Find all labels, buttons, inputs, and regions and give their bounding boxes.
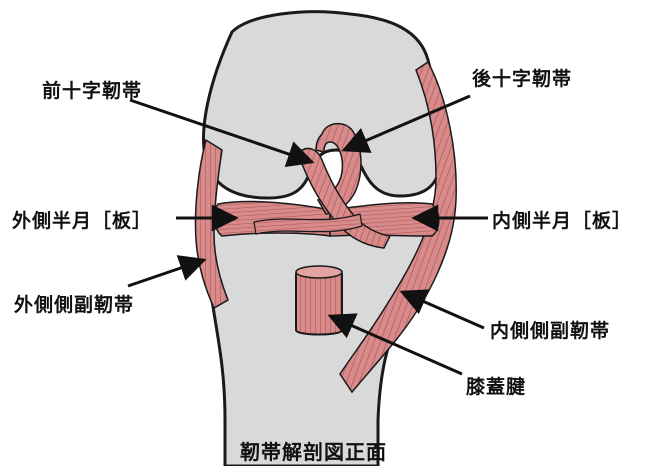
label-lateral-meniscus: 外側半月［板］ — [12, 206, 152, 233]
label-pcl: 後十字靭帯 — [472, 64, 572, 91]
label-patellar-tendon: 膝蓋腱 — [466, 372, 526, 399]
tibia-bone — [208, 210, 438, 466]
label-lcl: 外側側副靭帯 — [14, 290, 134, 317]
label-mcl: 内側側副靭帯 — [490, 316, 610, 343]
patellar-tendon-top — [296, 266, 342, 278]
diagram-caption: 靭帯解剖図正面 — [240, 436, 387, 465]
arrow-lcl — [128, 260, 204, 286]
label-acl: 前十字靭帯 — [42, 76, 142, 103]
label-medial-meniscus: 内側半月［板］ — [492, 206, 632, 233]
